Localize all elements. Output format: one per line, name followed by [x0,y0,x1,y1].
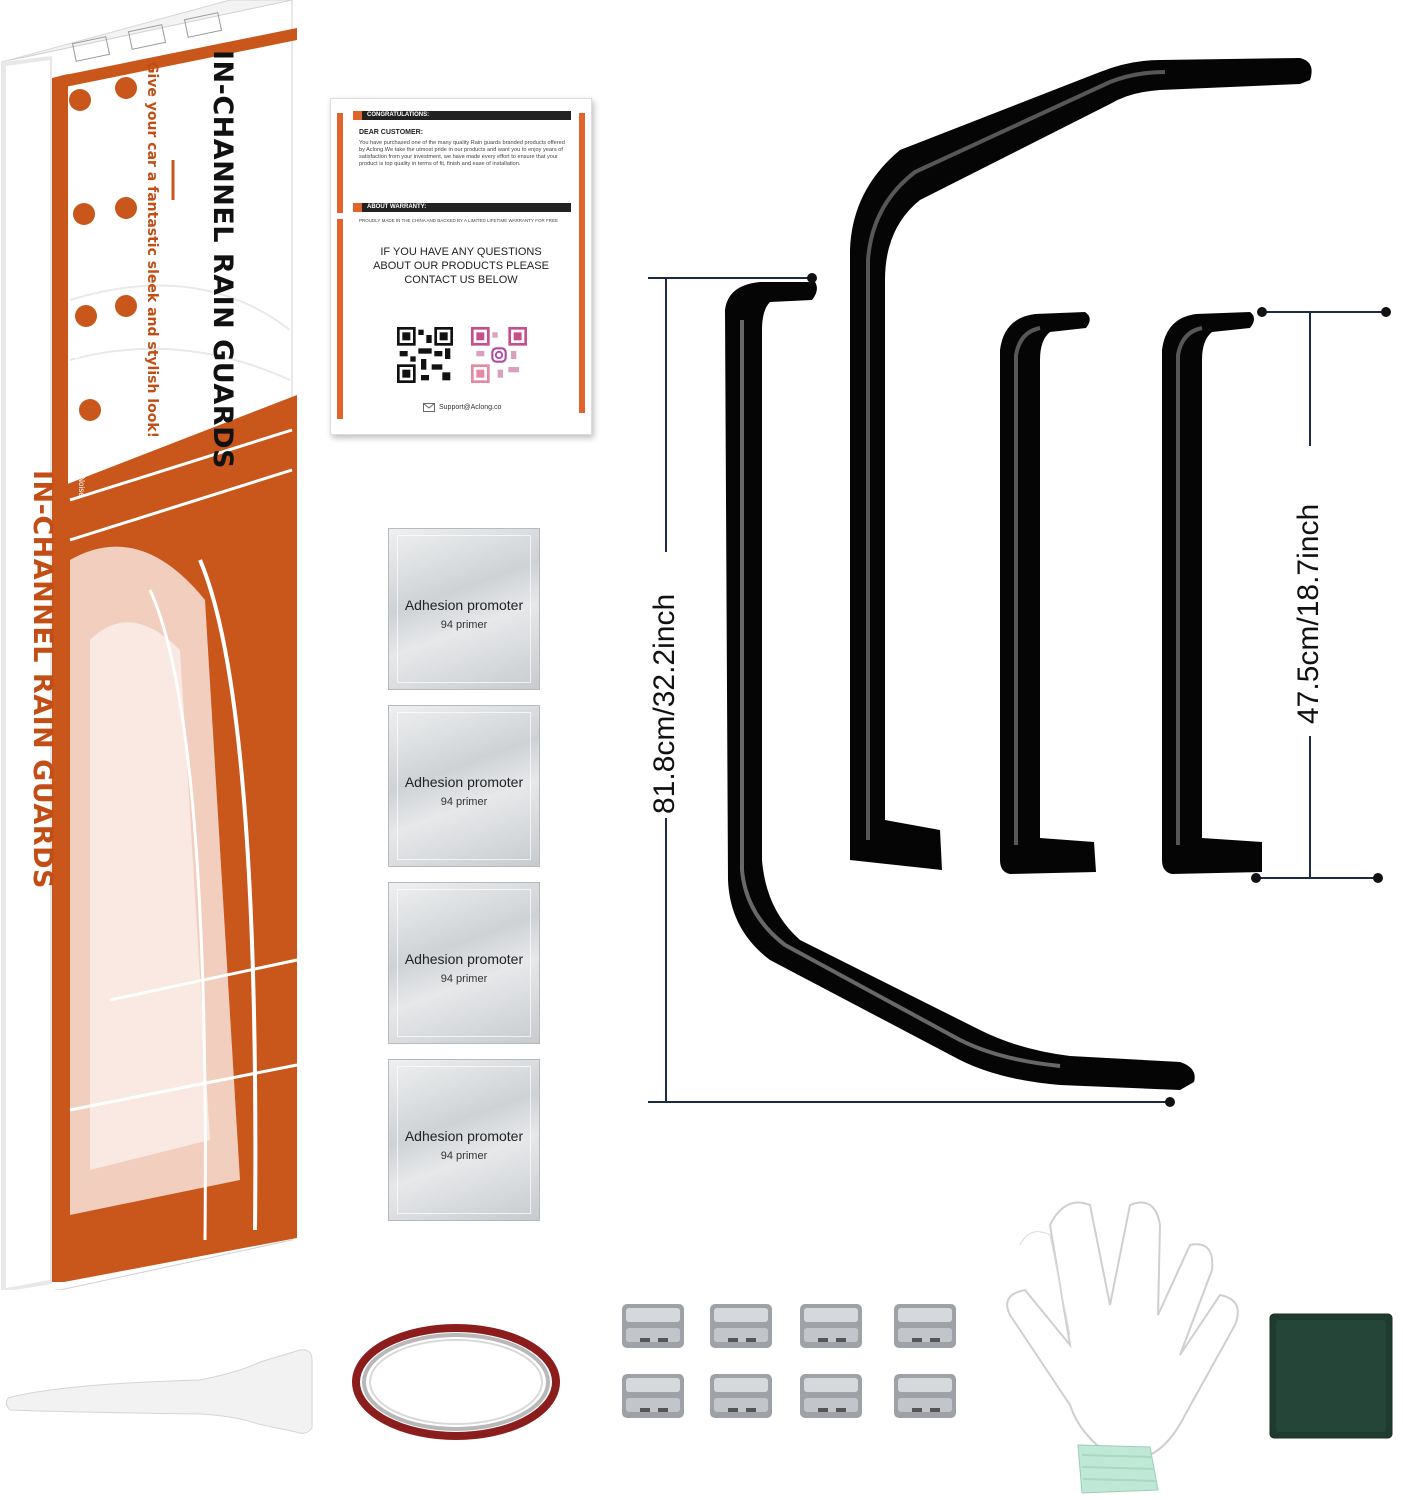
packet-subtitle: 94 primer [440,619,488,631]
packet-title: Adhesion promoter [404,1128,524,1144]
warranty-bar: ABOUT WARRANTY: [353,203,571,212]
metal-clip-icon [800,1374,862,1418]
primer-packet: Adhesion promoter 94 primer [388,528,540,690]
short-guard-1 [1000,312,1096,874]
contact-question: IF YOU HAVE ANY QUESTIONS ABOUT OUR PROD… [373,246,549,286]
warranty-note: PROUDLY MADE IN THE CHINA AND BACKED BY … [359,218,558,223]
packet-title: Adhesion promoter [404,597,524,613]
card-stripe [579,113,585,413]
product-box: IN-CHANNEL RAIN GUARDS Give your car a f… [0,0,310,1290]
rear-dimension-label: 47.5cm/18.7inch [1292,503,1325,724]
mail-icon [423,403,435,412]
packet-title: Adhesion promoter [404,774,524,790]
card-body: You have purchased one of the many quali… [359,140,565,167]
metal-clip-icon [710,1304,772,1348]
qr-code-icon [397,327,453,383]
packet-subtitle: 94 primer [440,973,488,985]
metal-clip-icon [894,1304,956,1348]
metal-clip-icon [710,1374,772,1418]
gloves-icon [1006,1201,1239,1494]
congrats-text: CONGRATULATIONS: [367,112,430,118]
dear-customer: DEAR CUSTOMER: [359,129,424,136]
warranty-text: ABOUT WARRANTY: [367,204,427,210]
card-stripe [337,113,343,213]
front-long-guard [725,282,1195,1090]
metal-clip-icon [800,1304,862,1348]
short-guard-2 [1162,312,1262,874]
metal-clip-icon [894,1374,956,1418]
primer-packet: Adhesion promoter 94 primer [388,882,540,1044]
box-illustration [1,0,298,1290]
primer-packet: Adhesion promoter 94 primer [388,1059,540,1221]
congrats-bar: CONGRATULATIONS: [353,111,571,120]
rear-long-guard [850,58,1312,870]
instagram-qr-icon [471,327,527,383]
packet-title: Adhesion promoter [404,951,524,967]
rear-dimension-lines [1251,307,1391,883]
packet-subtitle: 94 primer [440,1150,488,1162]
packet-subtitle: 94 primer [440,796,488,808]
card-stripe [337,219,343,419]
support-email: Support@Aclong.co [439,404,502,411]
metal-clip-icon [622,1304,684,1348]
front-dimension-lines [648,273,1175,1107]
double-sided-tape-icon [352,1324,560,1440]
squeegee-icon [5,1349,313,1434]
scouring-pad-icon [1269,1313,1393,1439]
warranty-card: CONGRATULATIONS: DEAR CUSTOMER: You have… [330,98,592,435]
metal-clip-icon [622,1374,684,1418]
front-dimension-label: 81.8cm/32.2inch [648,593,681,814]
primer-packet: Adhesion promoter 94 primer [388,705,540,867]
